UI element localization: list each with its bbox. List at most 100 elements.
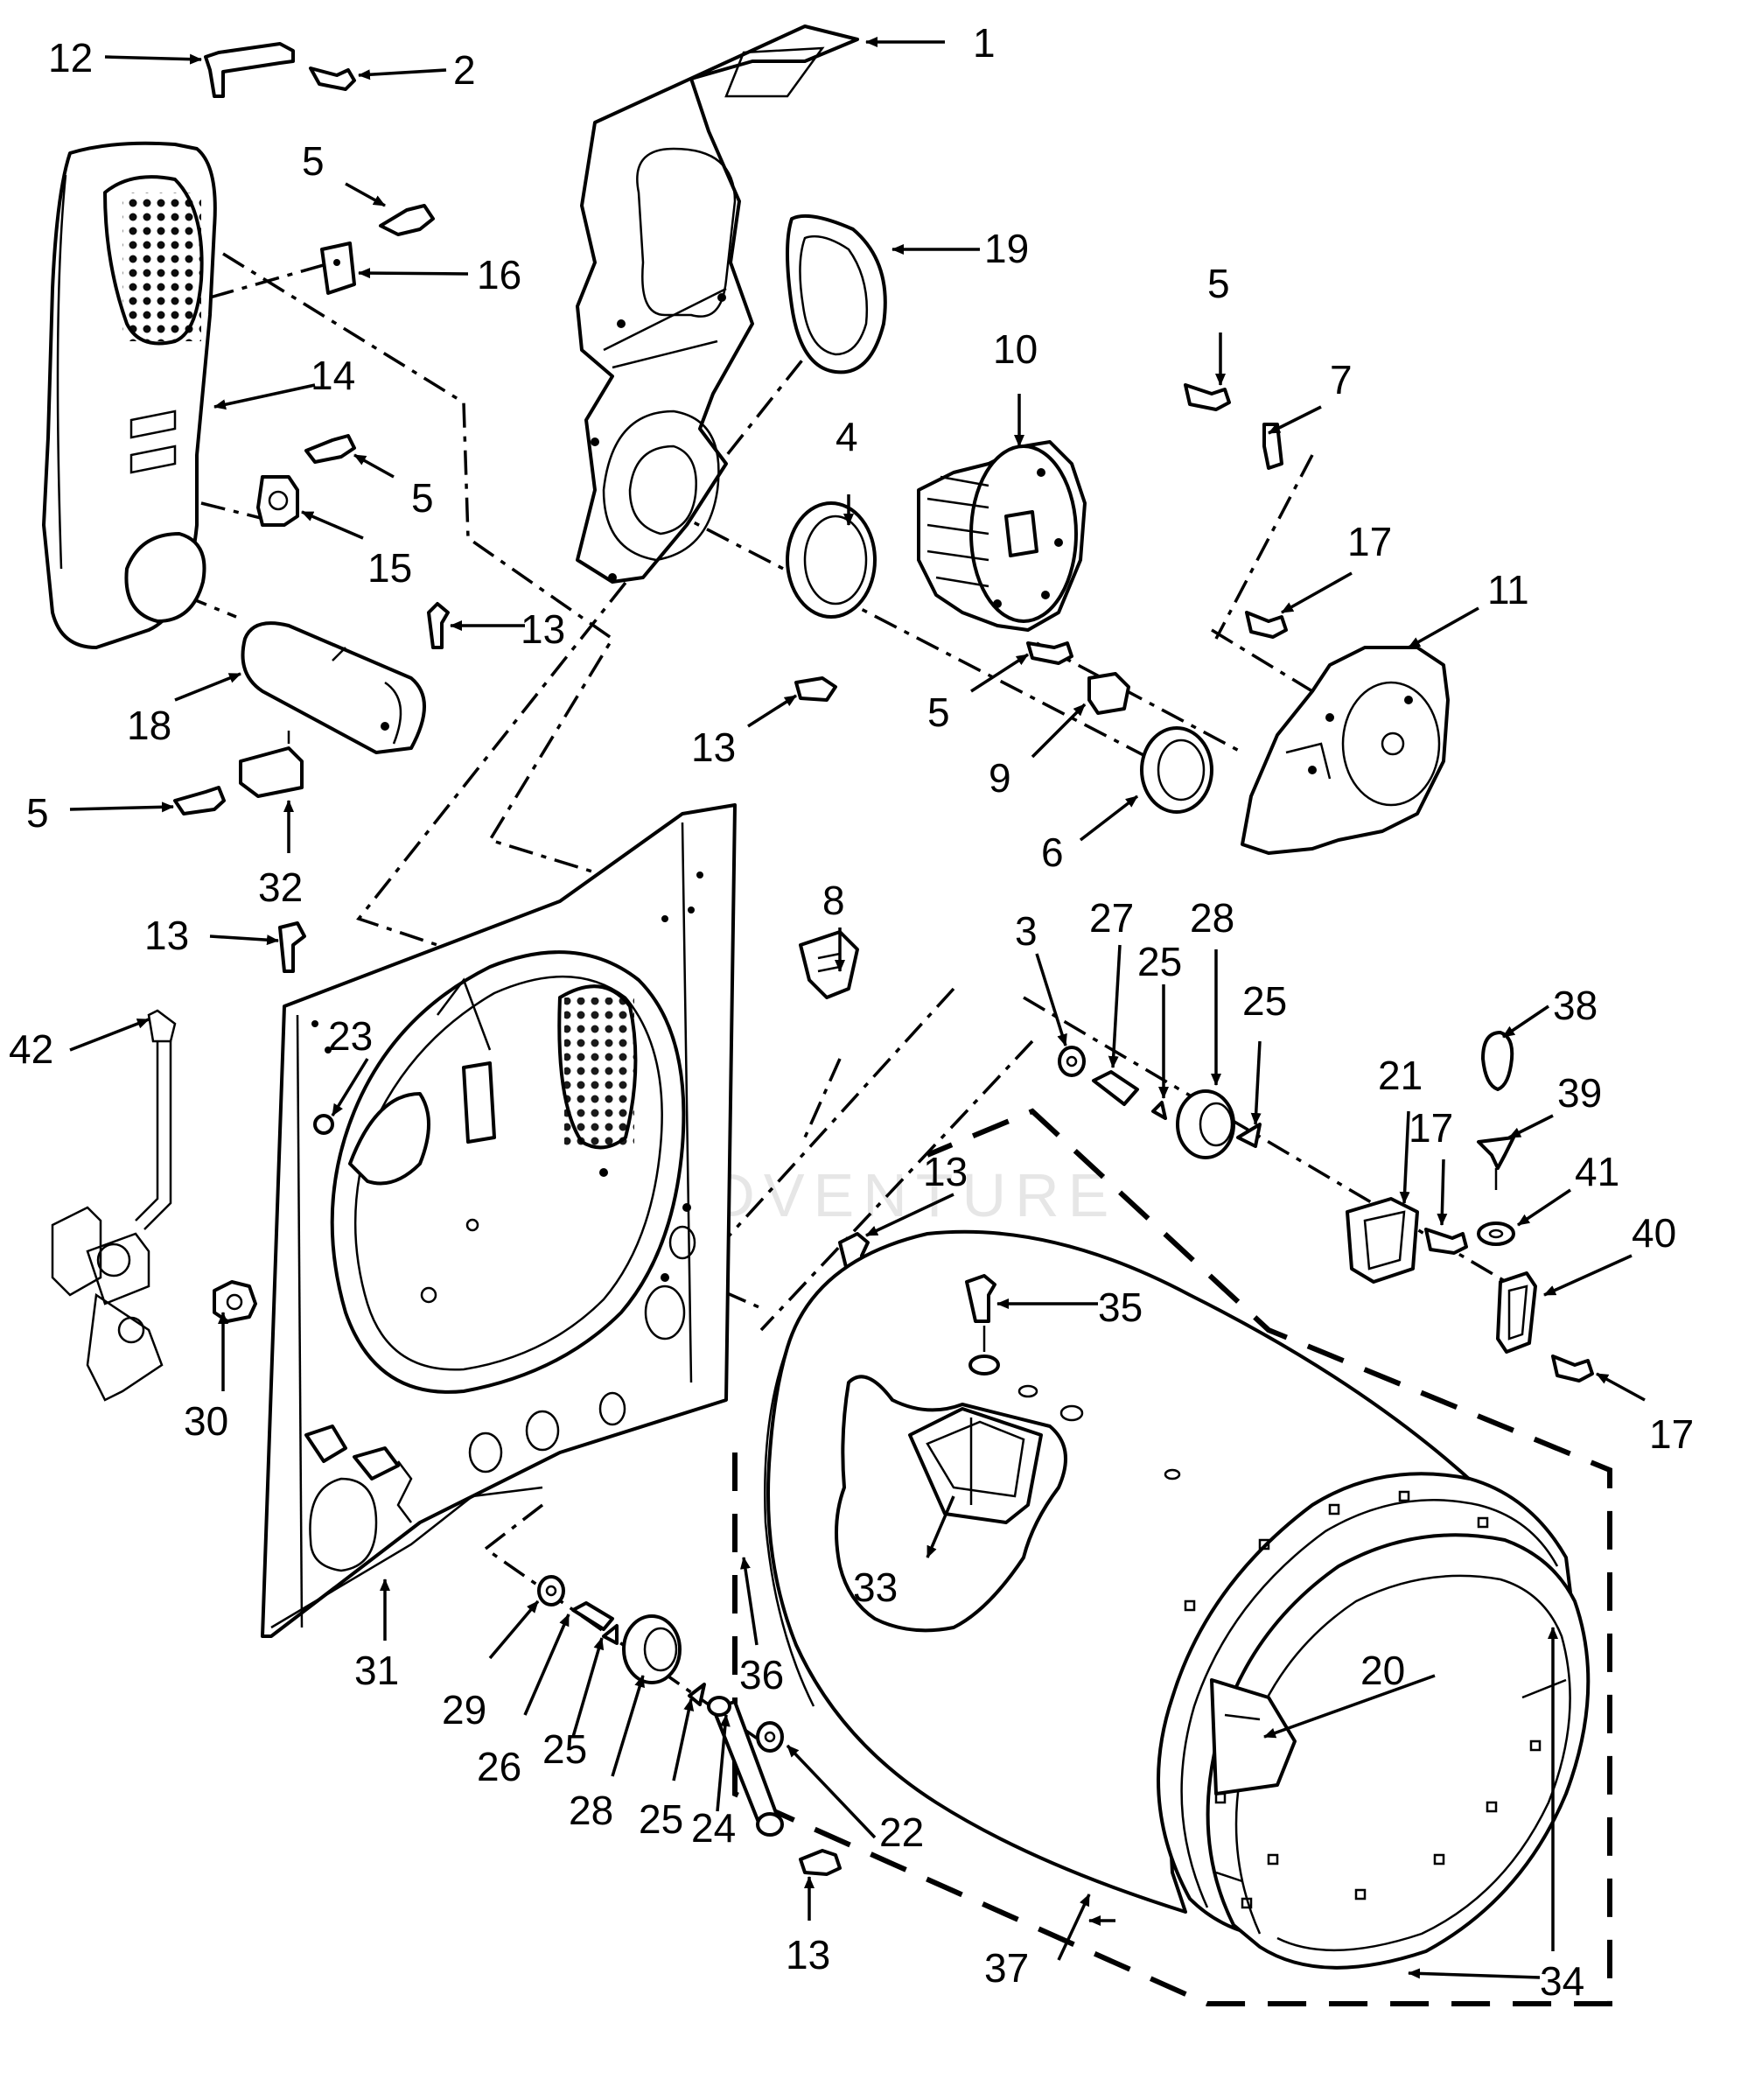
- callout-11: 11: [1487, 567, 1529, 612]
- ring-25b: [1236, 1123, 1262, 1148]
- callout-27: 27: [1089, 895, 1134, 941]
- callout-5c: 5: [26, 790, 49, 836]
- spring-39: [1477, 1136, 1515, 1190]
- callout-9: 9: [989, 755, 1011, 801]
- callout-3: 3: [1015, 908, 1038, 954]
- knob-38: [1481, 1031, 1514, 1091]
- callout-2: 2: [453, 47, 476, 93]
- callout-24: 24: [691, 1805, 736, 1851]
- plate-16: [320, 242, 356, 295]
- callout-17a: 17: [1347, 519, 1392, 564]
- callout-10: 10: [993, 326, 1038, 372]
- screw-13-front: [278, 921, 306, 973]
- callout-8: 8: [822, 878, 845, 923]
- blower-seal-4: [786, 501, 877, 619]
- callout-16: 16: [477, 252, 521, 298]
- callout-32: 32: [258, 864, 303, 910]
- screw-13-mid: [794, 676, 837, 702]
- callout-22: 22: [879, 1810, 924, 1855]
- callout-28a: 28: [1190, 895, 1234, 941]
- callout-5a: 5: [302, 138, 325, 184]
- callout-4: 4: [836, 414, 858, 459]
- screw-35: [965, 1274, 996, 1352]
- duct-seal: [786, 214, 887, 374]
- callout-13b: 13: [691, 724, 736, 770]
- support-24: [707, 1696, 784, 1837]
- ring-25d: [688, 1683, 706, 1706]
- blower-wheel-10: [917, 440, 1087, 632]
- ring-25c: [602, 1624, 619, 1645]
- ring-25a: [1151, 1101, 1167, 1120]
- clip-9: [1087, 672, 1130, 715]
- callout-41: 41: [1575, 1149, 1619, 1194]
- cap-8: [799, 930, 859, 999]
- lint-screen-housing: [42, 141, 217, 649]
- callout-33: 33: [853, 1564, 898, 1610]
- callout-20: 20: [1360, 1648, 1405, 1693]
- callout-42: 42: [9, 1026, 53, 1072]
- callout-17b: 17: [1409, 1105, 1453, 1151]
- callout-38: 38: [1553, 983, 1598, 1028]
- callout-34: 34: [1540, 1958, 1584, 2004]
- front-panel-31: [261, 803, 737, 1638]
- gas-valve-42: [51, 1009, 177, 1402]
- callout-17c: 17: [1649, 1411, 1694, 1457]
- callout-1: 1: [973, 20, 996, 66]
- screw-5-left: [173, 786, 226, 816]
- screw-5-blower: [1026, 641, 1073, 665]
- rear-duct-bulkhead: [576, 24, 859, 584]
- callout-12: 12: [48, 35, 93, 80]
- callout-7: 7: [1330, 357, 1353, 402]
- callout-35: 35: [1098, 1284, 1143, 1330]
- callout-13e: 13: [786, 1932, 830, 1978]
- roller-28a: [1176, 1089, 1235, 1159]
- heater-duct-18: [241, 621, 426, 754]
- shaft-27: [1092, 1070, 1139, 1106]
- washer-41: [1477, 1222, 1515, 1246]
- thermostat-15: [256, 475, 299, 527]
- washer-3: [1058, 1046, 1086, 1077]
- clip-23: [313, 1114, 334, 1135]
- callout-21: 21: [1378, 1053, 1423, 1098]
- washer-22: [756, 1721, 784, 1753]
- screw-13-upper: [427, 602, 450, 649]
- callout-25d: 25: [639, 1796, 683, 1842]
- callout-5e: 5: [927, 690, 950, 735]
- screw-17-mid: [1424, 1228, 1468, 1255]
- roller-28b: [622, 1614, 682, 1684]
- callout-25b: 25: [1242, 978, 1287, 1024]
- washer-29: [537, 1575, 565, 1606]
- bracket-40: [1496, 1271, 1537, 1354]
- fuse-32: [239, 731, 304, 798]
- screw-2: [309, 66, 356, 91]
- callout-18: 18: [127, 703, 171, 748]
- callout-13c: 13: [144, 913, 189, 958]
- callout-25a: 25: [1137, 939, 1182, 984]
- callout-36: 36: [739, 1652, 784, 1698]
- callout-25c: 25: [542, 1726, 587, 1772]
- screw-17-upper: [1245, 611, 1288, 639]
- callout-39: 39: [1557, 1070, 1602, 1116]
- drum-rims: [1157, 1472, 1591, 1970]
- screw-17-lower: [1551, 1354, 1594, 1382]
- bracket-21: [1346, 1197, 1419, 1284]
- bracket-12: [204, 42, 295, 98]
- callout-23: 23: [328, 1013, 373, 1059]
- screw-5-top: [379, 204, 435, 236]
- callout-19: 19: [984, 226, 1029, 271]
- callout-26: 26: [477, 1744, 521, 1789]
- callout-5b: 5: [411, 475, 434, 521]
- callout-31: 31: [354, 1648, 399, 1693]
- callout-5d: 5: [1207, 261, 1230, 306]
- callout-30: 30: [184, 1398, 228, 1444]
- nut-30: [213, 1280, 257, 1323]
- blower-housing-11: [1241, 646, 1450, 855]
- callout-37: 37: [984, 1945, 1029, 1991]
- screw-13-lower: [799, 1849, 842, 1876]
- callout-15: 15: [367, 545, 412, 591]
- callout-labels: 1 2 3 4 5 5 5 5 5 6 7 8 9 10 11 12 13 13…: [9, 20, 1694, 2004]
- shaft-26: [571, 1601, 614, 1631]
- callout-40: 40: [1632, 1210, 1676, 1256]
- callout-6: 6: [1041, 830, 1064, 875]
- screw-5-mid: [304, 434, 356, 464]
